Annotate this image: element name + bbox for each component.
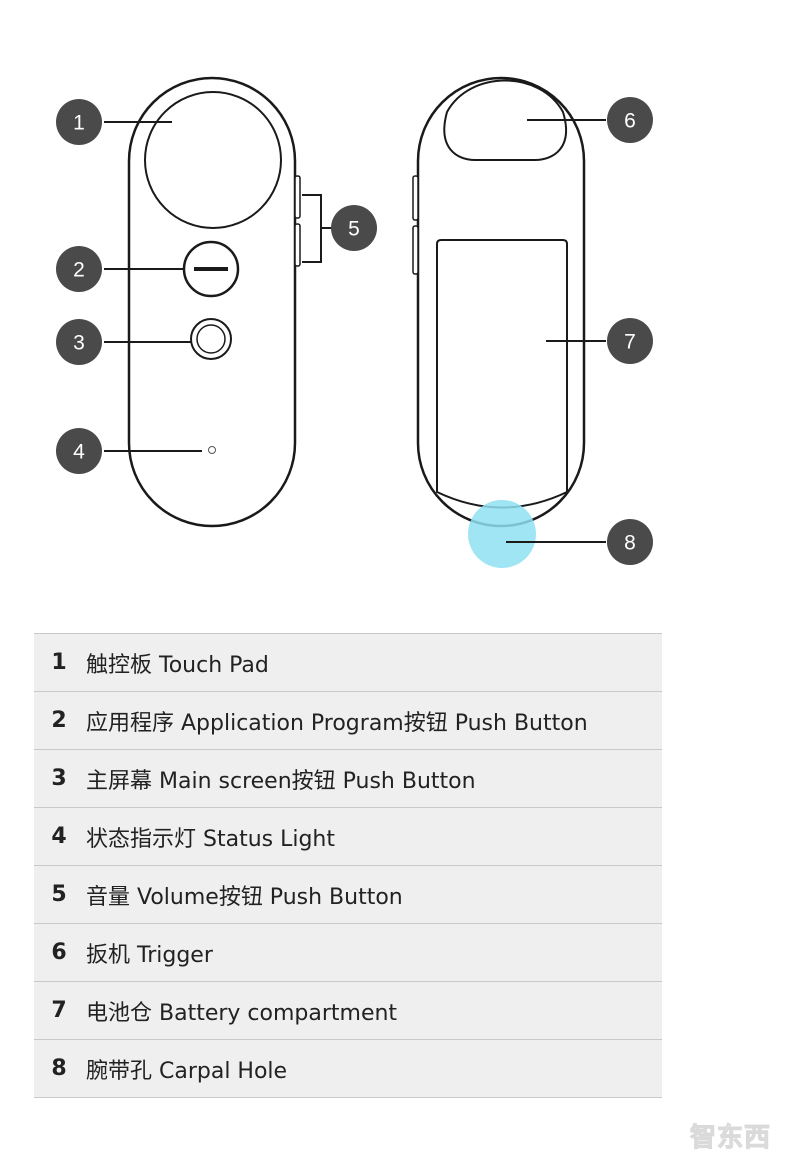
part-number: 1 — [34, 633, 84, 692]
part-label: 应用程序 Application Program按钮 Push Button — [84, 691, 662, 750]
callout-1: 1 — [56, 99, 102, 145]
part-label: 主屏幕 Main screen按钮 Push Button — [84, 749, 662, 808]
parts-legend-table: 1 触控板 Touch Pad 2 应用程序 Application Progr… — [34, 633, 662, 1098]
callout-4: 4 — [56, 428, 102, 474]
volume-up-button — [294, 175, 301, 219]
part-number: 5 — [34, 865, 84, 924]
table-row: 2 应用程序 Application Program按钮 Push Button — [34, 691, 662, 750]
volume-down-button — [294, 223, 301, 267]
part-number: 6 — [34, 923, 84, 982]
svg-text:3: 3 — [73, 332, 85, 355]
part-label: 扳机 Trigger — [84, 923, 662, 982]
callout-3: 3 — [56, 319, 102, 365]
trigger — [443, 79, 567, 161]
leader-bracket-5 — [302, 194, 332, 263]
part-number: 3 — [34, 749, 84, 808]
svg-text:2: 2 — [73, 259, 85, 282]
table-row: 7 电池仓 Battery compartment — [34, 981, 662, 1040]
part-label: 状态指示灯 Status Light — [84, 807, 662, 866]
callout-5: 5 — [331, 205, 377, 251]
part-label: 电池仓 Battery compartment — [84, 981, 662, 1040]
svg-text:7: 7 — [624, 331, 636, 354]
watermark-logo: 智东西 — [689, 1123, 772, 1154]
svg-text:6: 6 — [624, 110, 636, 133]
callouts: 1 2 3 4 5 6 7 8 — [56, 97, 653, 565]
callout-8: 8 — [607, 519, 653, 565]
part-label: 音量 Volume按钮 Push Button — [84, 865, 662, 924]
svg-text:5: 5 — [348, 218, 360, 241]
table-row: 1 触控板 Touch Pad — [34, 633, 662, 692]
svg-text:1: 1 — [73, 112, 85, 135]
callout-2: 2 — [56, 246, 102, 292]
controller-back-view — [412, 76, 586, 568]
part-label: 腕带孔 Carpal Hole — [84, 1039, 662, 1098]
table-row: 6 扳机 Trigger — [34, 923, 662, 982]
leader-lines — [104, 119, 606, 543]
part-number: 4 — [34, 807, 84, 866]
part-number: 8 — [34, 1039, 84, 1098]
table-row: 3 主屏幕 Main screen按钮 Push Button — [34, 749, 662, 808]
controller-front-view — [127, 76, 301, 528]
svg-text:4: 4 — [73, 441, 85, 464]
callout-6: 6 — [607, 97, 653, 143]
carpal-hole-highlight — [468, 500, 536, 568]
part-number: 2 — [34, 691, 84, 750]
side-button-bottom — [412, 225, 419, 275]
home-button-inner — [196, 324, 226, 354]
controller-diagram: 1 2 3 4 5 6 7 8 — [56, 76, 653, 568]
table-row: 5 音量 Volume按钮 Push Button — [34, 865, 662, 924]
part-label: 触控板 Touch Pad — [84, 633, 662, 692]
table-row: 8 腕带孔 Carpal Hole — [34, 1039, 662, 1098]
callout-7: 7 — [607, 318, 653, 364]
table-row: 4 状态指示灯 Status Light — [34, 807, 662, 866]
status-light — [208, 446, 216, 454]
touch-pad — [144, 91, 282, 229]
svg-text:8: 8 — [624, 532, 636, 555]
battery-compartment — [436, 239, 568, 509]
side-button-top — [412, 175, 419, 221]
part-number: 7 — [34, 981, 84, 1040]
